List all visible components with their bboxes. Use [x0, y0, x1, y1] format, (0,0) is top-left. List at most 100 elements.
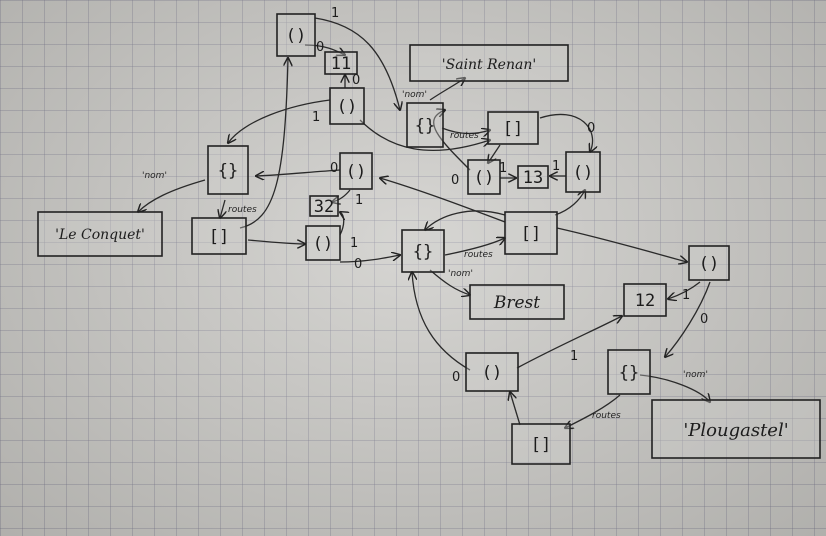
edge-label: 1	[355, 193, 363, 208]
edge-t1-n11	[304, 44, 345, 55]
edge-lbr-t5	[554, 190, 585, 216]
edge-lbr-t3	[380, 178, 506, 223]
edge-label: 0	[452, 370, 460, 385]
node-label: ()	[313, 234, 333, 254]
node-label: ()	[573, 163, 593, 183]
node-label: {}	[218, 161, 238, 181]
edge-label: 1	[552, 159, 560, 174]
node-list-saint-renan: []	[487, 111, 539, 145]
edge-label: 0	[700, 312, 708, 327]
node-list-plougastel: []	[511, 423, 571, 465]
edge-dpl-str-pl	[639, 374, 710, 402]
node-label: 13	[523, 168, 543, 188]
edge-dbr-lbr	[444, 238, 505, 256]
edge-t9-n12	[516, 316, 622, 369]
node-list-brest: []	[504, 211, 558, 255]
edge-label: 1	[331, 6, 339, 21]
node-label: Brest	[493, 293, 540, 313]
node-tuple-8: ()	[688, 245, 730, 281]
edge-t4-dsr	[433, 110, 471, 171]
edge-label: 0	[352, 73, 360, 88]
nodes: () 11 'Saint Renan' () {} [] {} ()	[37, 13, 821, 465]
node-str-plougastel: 'Plougastel'	[651, 399, 821, 459]
edge-t3-dlc	[256, 169, 341, 176]
edge-label: routes	[592, 411, 621, 421]
edge-t1-t4	[314, 17, 400, 110]
node-str-saint-renan: 'Saint Renan'	[409, 44, 569, 82]
node-label: 'Le Conquet'	[55, 227, 145, 243]
edge-label: 1	[350, 236, 358, 251]
node-int-11: 11	[324, 51, 358, 75]
edge-t9-dbr	[412, 272, 471, 371]
node-label: ()	[286, 26, 306, 46]
node-label: {}	[619, 363, 639, 383]
node-dict-plougastel: {}	[607, 349, 651, 395]
edge-label: 0	[354, 257, 362, 272]
node-tuple-6: ()	[305, 225, 341, 261]
node-label: 12	[635, 291, 655, 311]
node-label: []	[503, 119, 523, 139]
edge-lpl-t9	[510, 392, 521, 426]
edge-labels: 1 0 0 1 'nom' routes 0 'nom' routes 1 0 …	[142, 6, 708, 421]
edge-dbr-str-br	[429, 269, 470, 295]
node-tuple-1: ()	[276, 13, 316, 57]
node-tuple-2: ()	[329, 87, 365, 125]
edge-label: 'nom'	[448, 269, 473, 279]
edges	[138, 17, 710, 428]
node-label: ()	[337, 97, 357, 117]
node-label: []	[531, 435, 551, 455]
node-int-12: 12	[623, 283, 667, 317]
node-int-32: 32	[309, 195, 339, 217]
edge-t6-dbr	[339, 255, 400, 263]
node-str-brest: Brest	[469, 284, 565, 320]
edge-label: 0	[587, 121, 595, 136]
edge-label: routes	[450, 131, 479, 141]
edge-dlc-str-lc	[138, 179, 206, 212]
node-dict-le-conquet: {}	[207, 145, 249, 195]
edge-llc-t1	[239, 58, 288, 229]
edge-label: 0	[316, 40, 324, 55]
node-int-13: 13	[517, 165, 549, 189]
node-label: ()	[346, 162, 366, 182]
node-label: 11	[331, 54, 351, 74]
edge-lbr-t8	[556, 227, 687, 262]
edge-label: routes	[228, 205, 257, 215]
edge-label: 1	[312, 110, 320, 125]
node-list-le-conquet: []	[191, 217, 247, 255]
edge-dsr-str-sr	[429, 78, 465, 101]
node-tuple-3: ()	[339, 152, 373, 190]
edge-label: 'nom'	[683, 370, 708, 380]
edge-llc-t6	[247, 239, 305, 244]
edge-label: 'nom'	[142, 171, 167, 181]
edge-dsr-l-sr	[441, 127, 490, 134]
node-dict-saint-renan: {}	[406, 102, 444, 148]
edge-t2-d-lc	[228, 99, 331, 143]
edge-label: 1	[499, 161, 507, 176]
edge-t8-n12	[668, 281, 701, 299]
edge-t3-n32	[332, 189, 351, 202]
edge-label: 0	[451, 173, 459, 188]
node-label: ()	[474, 168, 494, 188]
edge-dlc-l-lc	[220, 199, 225, 218]
node-label: []	[209, 227, 229, 247]
node-str-le-conquet: 'Le Conquet'	[37, 211, 163, 257]
edge-t2-l-sr	[359, 119, 490, 151]
edge-label: 0	[330, 161, 338, 176]
node-label: ()	[699, 254, 719, 274]
edge-lbr-t7	[425, 210, 506, 230]
edge-label: 'nom'	[402, 90, 427, 100]
node-tuple-5: ()	[565, 151, 601, 193]
node-dict-brest: {}	[401, 229, 445, 273]
edge-label: 1	[682, 288, 690, 303]
node-label: {}	[413, 242, 433, 262]
edge-t6-n32	[340, 212, 344, 236]
node-label: 32	[314, 197, 334, 217]
node-label: ()	[482, 363, 502, 383]
edge-label: 1	[570, 349, 578, 364]
node-tuple-4: ()	[467, 159, 501, 195]
node-label: {}	[415, 116, 435, 136]
edge-lsr-t5	[539, 113, 593, 152]
node-tuple-9: ()	[465, 352, 519, 392]
node-label: 'Saint Renan'	[442, 57, 536, 73]
